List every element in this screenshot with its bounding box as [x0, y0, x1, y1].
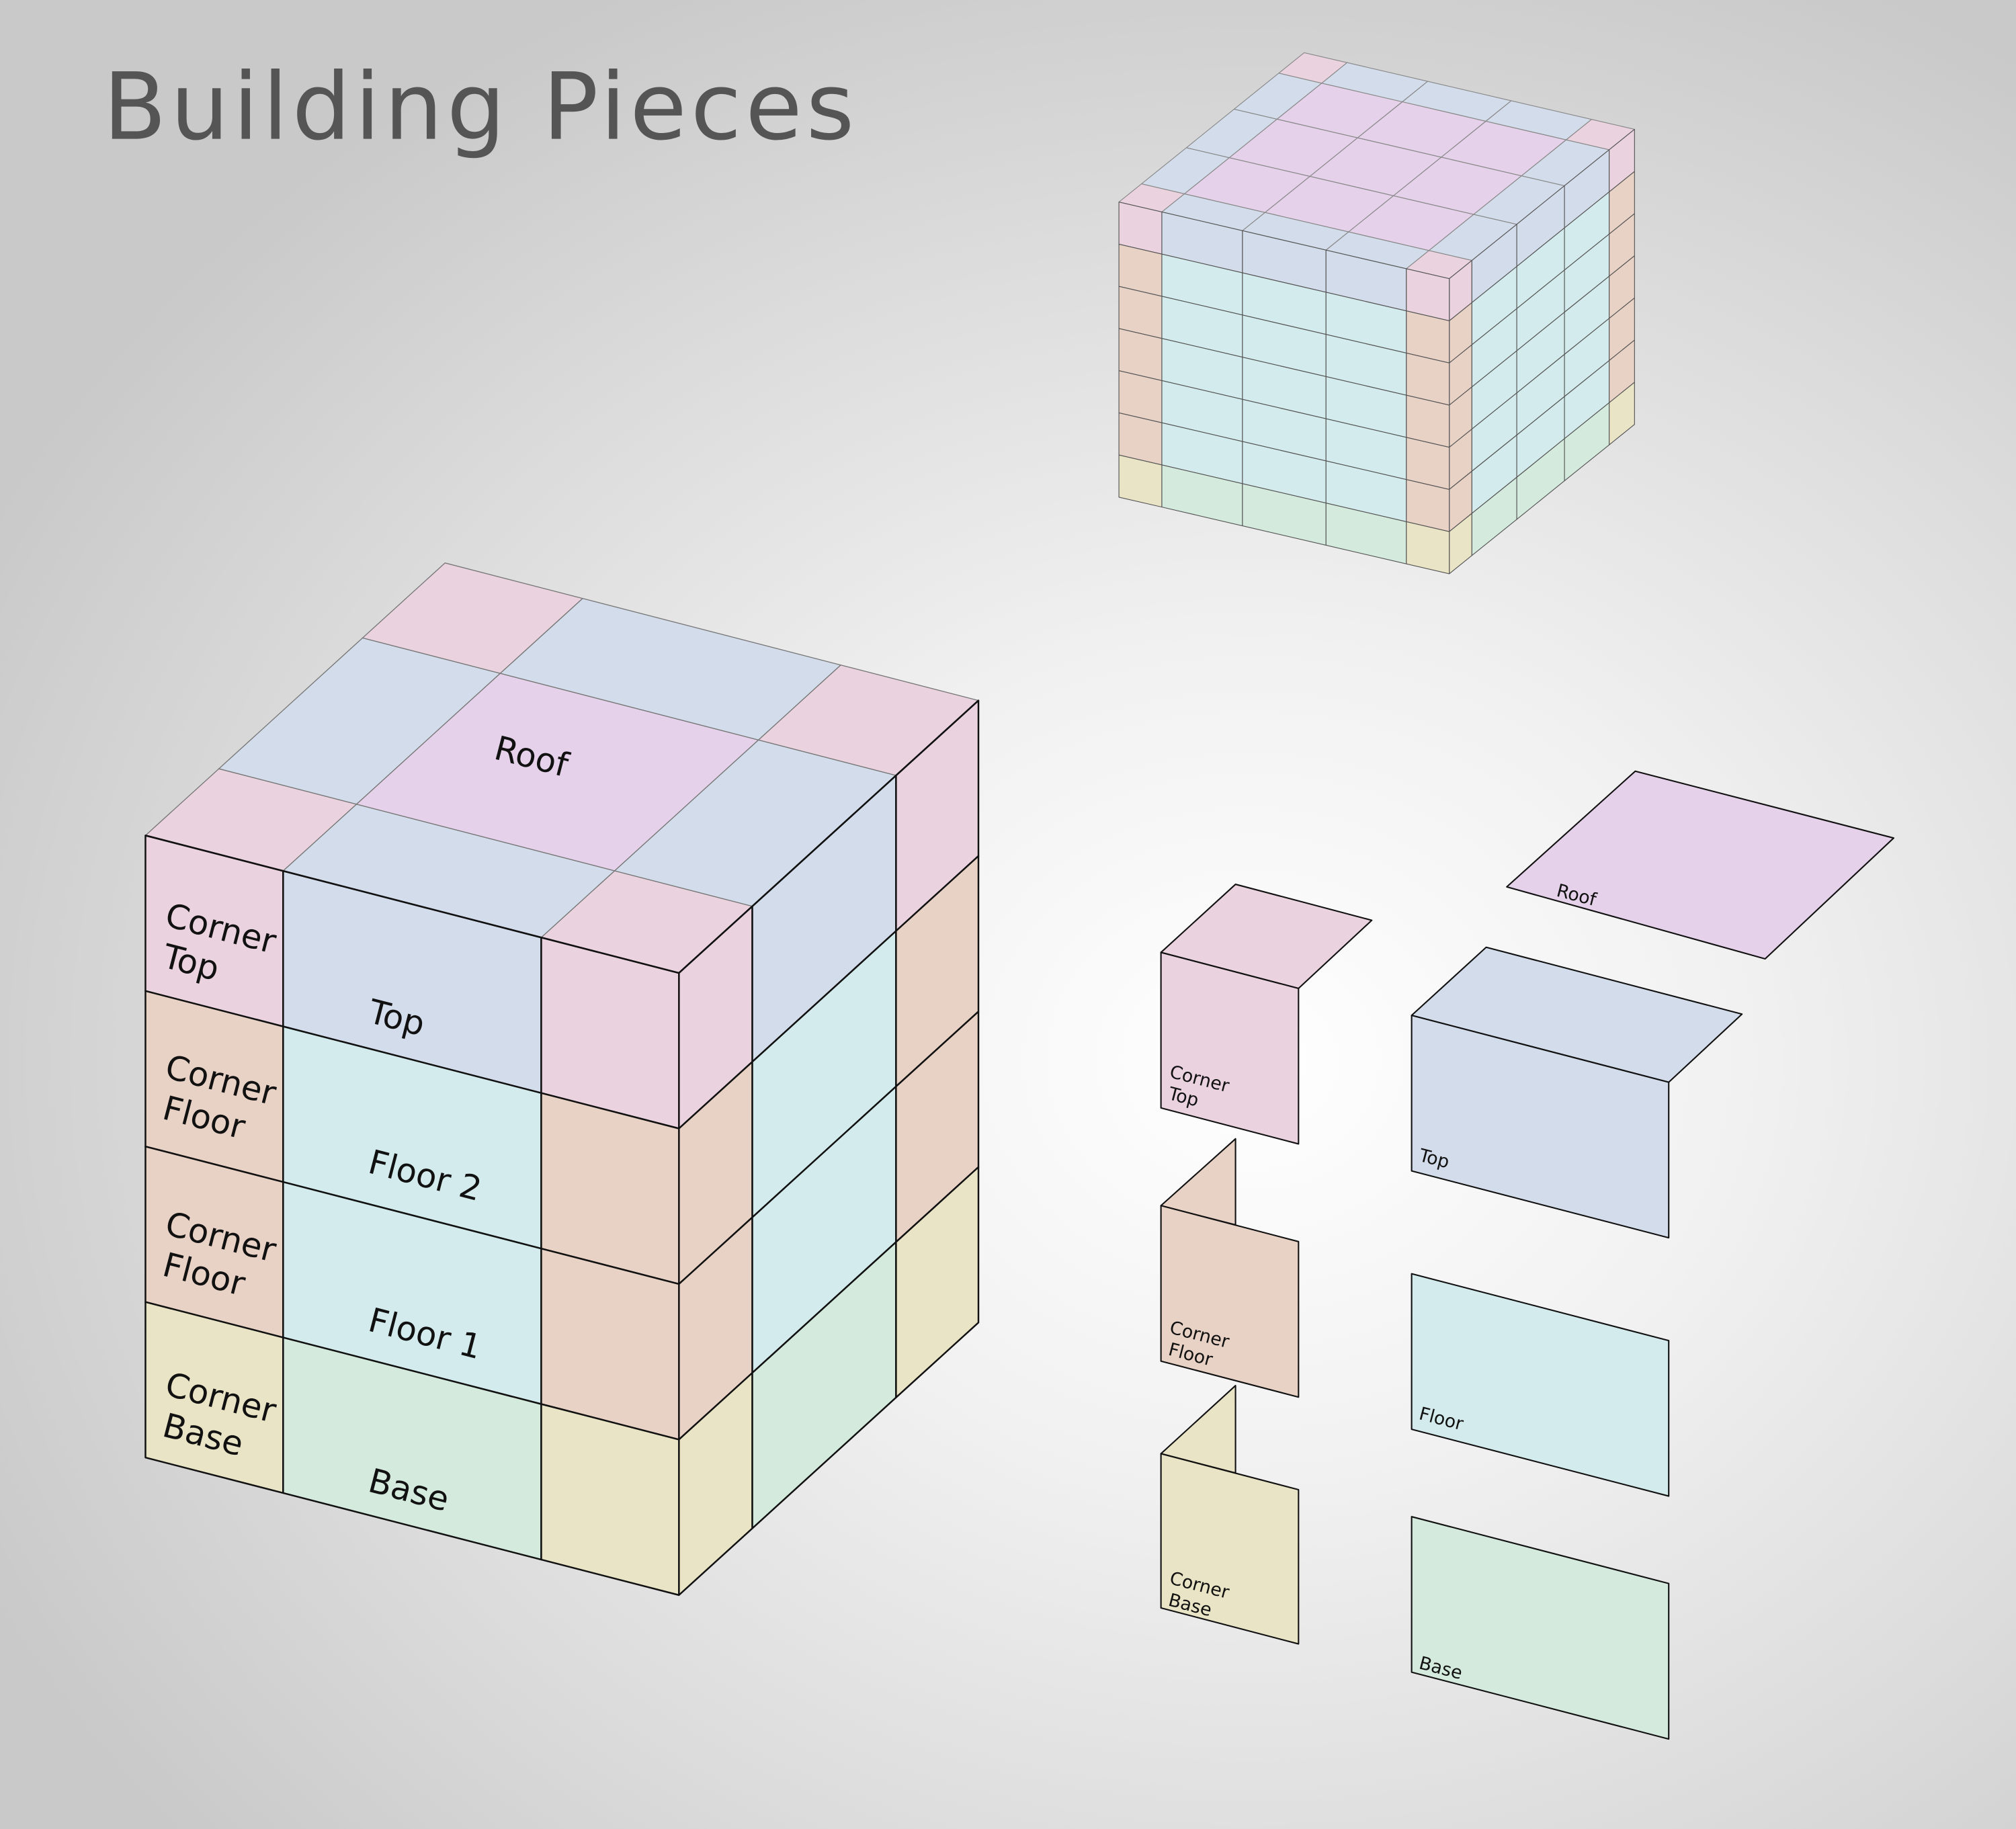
small-cube-assembly: [1118, 52, 1635, 575]
page-title: Building Pieces: [103, 54, 858, 161]
corner-base-front-cell: [1406, 521, 1450, 575]
corner-base-front-cell: [540, 1403, 680, 1597]
piece-corner-top-wall: [1160, 951, 1300, 1145]
corner-base-side-cell: [1609, 382, 1635, 445]
corner-base-side-cell: [895, 1166, 980, 1399]
piece-corner-base-wall: [1160, 1453, 1300, 1645]
big-cube-top-edge: [145, 699, 979, 974]
piece-corner-floor-wall: [1160, 1205, 1300, 1398]
piece-roof: [1506, 770, 1895, 960]
piece-base: [1411, 1516, 1670, 1740]
big-cube-assembly: [144, 562, 980, 1597]
piece-top-wall: [1411, 1015, 1670, 1239]
piece-floor: [1411, 1273, 1670, 1497]
exploded-pieces: Roof Corner Top Corner Floor Corner Base…: [1160, 770, 1895, 1740]
